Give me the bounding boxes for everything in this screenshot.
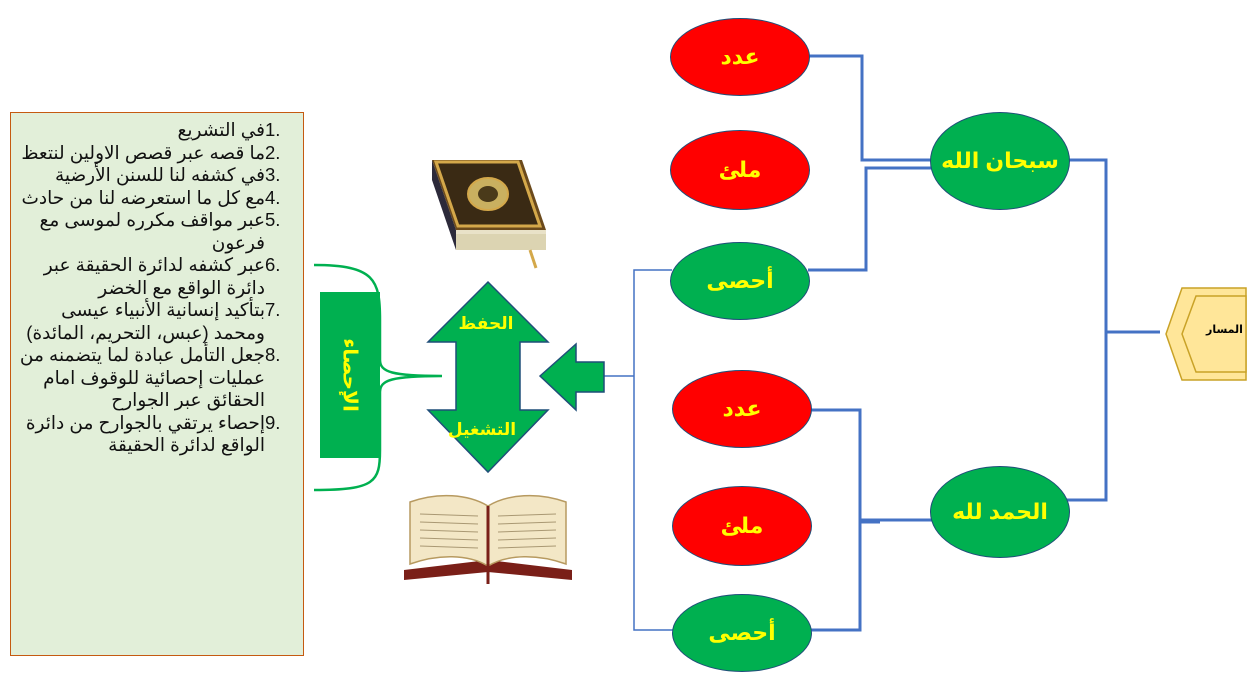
list-item: 8.جعل التأمل عبادة لما يتضمنه من عمليات … — [19, 344, 281, 410]
subhan-allah-node: سبحان الله — [930, 112, 1070, 210]
top-adad-node: عدد — [670, 18, 810, 96]
path-label: المسار — [1206, 324, 1243, 336]
list-item: 7.بتأكيد إنسانية الأنبياء عيسى ومحمد (عب… — [26, 299, 281, 343]
list-item: 2.ما قصه عبر قصص الاولين لنتعظ — [21, 141, 281, 163]
tashghil-label: التشغيل — [447, 420, 517, 439]
statistics-list-box: 1.في التشريع 2.ما قصه عبر قصص الاولين لن… — [10, 112, 304, 656]
quran-closed-book-icon — [432, 160, 546, 269]
bracket-right-middle — [604, 269, 678, 631]
list-item: 3.في كشفه لنا للسنن الأرضية — [54, 164, 281, 185]
alhamd-lillah-node: الحمد لله — [930, 466, 1070, 558]
ihsaa-bracket — [313, 263, 443, 492]
list-item: 1.في التشريع — [177, 119, 281, 140]
connector-top-adad — [808, 54, 935, 162]
bottom-mil-node: ملئ — [672, 486, 812, 566]
connector-top-ahsa — [808, 166, 935, 272]
bottom-adad-node: عدد — [672, 370, 812, 448]
top-ahsa-node: أحصى — [670, 242, 810, 320]
connector-hamd-path — [1066, 332, 1108, 502]
ihsaa-label-box: الإحصاء — [320, 292, 380, 458]
double-arrow-shape — [426, 280, 550, 474]
hifz-label: الحفظ — [458, 314, 514, 333]
left-arrow-shape — [538, 342, 605, 412]
connector-bottom-adad — [808, 408, 935, 522]
path-chevron-front — [1181, 295, 1247, 373]
open-book-icon — [404, 494, 572, 584]
list-item: 5.عبر مواقف مكرره لموسى مع فرعون — [39, 209, 281, 253]
list-item: 4.مع كل ما استعرضه لنا من حادث — [21, 186, 281, 208]
ihsaa-label: الإحصاء — [338, 338, 361, 412]
connector-subhan-path — [1066, 158, 1160, 334]
list-item: 9.إحصاء يرتقي بالجوارح من دائرة الواقع ل… — [25, 411, 281, 456]
connector-ahsa-bottom — [808, 520, 880, 632]
list-item: 6.عبر كشفه لدائرة الحقيقة عبر دائرة الوا… — [43, 254, 281, 298]
bottom-ahsa-node: أحصى — [672, 594, 812, 672]
top-mil-node: ملئ — [670, 130, 810, 210]
statistics-list: 1.في التشريع 2.ما قصه عبر قصص الاولين لن… — [17, 119, 295, 457]
